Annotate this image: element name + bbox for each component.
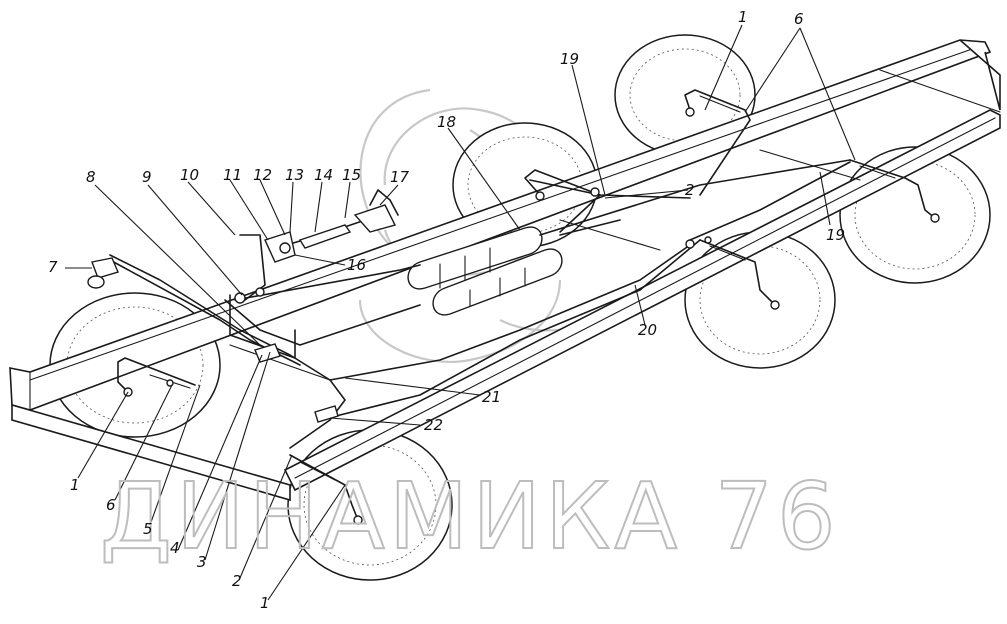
callout-16: 16	[347, 256, 366, 274]
leader-lines	[65, 24, 856, 601]
wheel-line-front-right	[289, 454, 363, 525]
callout-19-right: 19	[826, 226, 845, 244]
callout-17: 17	[390, 168, 410, 186]
callout-6-front: 6	[106, 496, 116, 514]
chassis-frame	[9, 39, 1001, 502]
callout-11: 11	[223, 166, 242, 184]
callout-10: 10	[180, 166, 199, 184]
callout-6-rear: 6	[794, 10, 804, 28]
callout-7: 7	[48, 258, 58, 276]
watermark-text: ДИНАМИКА 76	[100, 463, 840, 570]
air-receivers	[407, 226, 563, 316]
wheel-line-rear-left	[684, 89, 751, 121]
callouts: 1 6 19 18 8 9 10 11 12 13 14 15 17 16 7 …	[48, 8, 845, 612]
callout-3: 3	[197, 553, 207, 571]
valve-cluster	[234, 189, 712, 423]
callout-20: 20	[638, 321, 657, 339]
wheel-line-middle-right	[699, 239, 780, 310]
callout-5: 5	[143, 520, 153, 538]
callout-19-left: 19	[560, 50, 579, 68]
callout-2-rear: 2	[685, 181, 695, 199]
callout-15: 15	[342, 166, 361, 184]
callout-8: 8	[86, 168, 96, 186]
callout-4: 4	[170, 539, 180, 557]
wheel-line-middle-left	[524, 169, 601, 201]
callout-12: 12	[253, 166, 272, 184]
callout-2-front: 2	[232, 572, 242, 590]
callout-14: 14	[314, 166, 333, 184]
callout-9: 9	[142, 168, 152, 186]
brake-valve-7	[87, 257, 119, 289]
wheel-line-rear-right	[849, 159, 940, 223]
callout-22: 22	[424, 416, 443, 434]
callout-1-front-right: 1	[260, 594, 270, 612]
callout-1-front-left: 1	[70, 476, 80, 494]
callout-18: 18	[437, 113, 456, 131]
callout-21: 21	[482, 388, 501, 406]
wheel-middle-right	[684, 231, 836, 369]
callout-1-rear-left: 1	[738, 8, 748, 26]
callout-13: 13	[285, 166, 304, 184]
wheel-line-front-left	[117, 357, 196, 397]
